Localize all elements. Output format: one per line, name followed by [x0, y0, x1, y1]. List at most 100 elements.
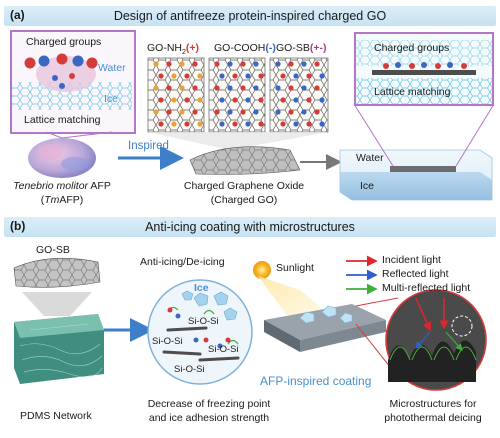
charge-dot [258, 121, 264, 127]
charge-dot [214, 85, 220, 91]
charge-dot [275, 109, 281, 115]
charge-dot [319, 121, 325, 127]
charge-dot [179, 61, 185, 67]
charge-dot [197, 97, 203, 103]
charge-dot [319, 97, 325, 103]
charge-dot [153, 61, 159, 67]
charge-dot [293, 97, 299, 103]
panel-b-label: (b) [10, 219, 26, 233]
charge-dot [253, 61, 259, 67]
charge-dot [227, 109, 233, 115]
charge-dot [314, 61, 320, 67]
inset-ice-label: Ice [104, 93, 119, 105]
charge-dot [301, 109, 307, 115]
charge-dot [214, 109, 220, 115]
charge-dot [258, 97, 264, 103]
caption-mid-line2: and ice adhesion strength [148, 412, 270, 424]
charge-dot [306, 73, 312, 79]
charge-dot [153, 109, 159, 115]
sio-label-2: Si-O-Si [152, 336, 183, 347]
inset-water-label: Water [98, 62, 126, 74]
charge-dot [280, 97, 286, 103]
panel-a-label: (a) [10, 8, 25, 22]
pdms-network-label: PDMS Network [20, 410, 92, 422]
charge-dot [158, 121, 164, 127]
inset-charged-groups-label: Charged groups [26, 36, 102, 48]
charge-dot [158, 73, 164, 79]
charged-go-abbrev: (Charged GO) [210, 194, 278, 206]
tenebrio-afp-label: Tenebrio molitor AFP [13, 180, 111, 192]
legend-reflected: Reflected light [382, 268, 449, 280]
charge-dot [306, 97, 312, 103]
charge-dot [171, 73, 177, 79]
sunlight-label: Sunlight [276, 262, 314, 274]
coating-label: AFP-inspired coating [260, 374, 372, 388]
go-sb-sheet-label: GO-SB [36, 244, 70, 256]
charge-dot [288, 85, 294, 91]
go-cooh-label: GO-COOH(-) [214, 42, 276, 54]
water-label: Water [356, 152, 384, 164]
charge-dot [227, 85, 233, 91]
charge-dot [253, 109, 259, 115]
charge-dot [253, 85, 259, 91]
legend-incident: Incident light [382, 254, 441, 266]
go-sb-label: GO-SB(+-) [276, 42, 327, 54]
charged-go-label: Charged Graphene Oxide [183, 180, 305, 192]
right-inset-lattice-matching-label: Lattice matching [374, 86, 451, 98]
charge-dot [280, 73, 286, 79]
charge-dot [166, 61, 172, 67]
charge-dot [184, 73, 190, 79]
charge-dot [219, 73, 225, 79]
charge-dot [240, 109, 246, 115]
charge-dot [258, 73, 264, 79]
sio-label-1: Si-O-Si [188, 316, 219, 327]
charge-dot [166, 109, 172, 115]
charge-dot [166, 85, 172, 91]
charge-dot [288, 109, 294, 115]
charge-dot [314, 109, 320, 115]
charge-dot [288, 61, 294, 67]
charge-dot [214, 61, 220, 67]
charge-dot [184, 121, 190, 127]
panel-a-title: Design of antifreeze protein-inspired ch… [113, 9, 387, 23]
inspired-label: Inspired [128, 140, 169, 152]
charge-dot [179, 85, 185, 91]
caption-right-line2: photothermal deicing [384, 412, 482, 424]
afp-lattice-inset [10, 30, 136, 134]
inset-lattice-matching-label: Lattice matching [24, 114, 101, 126]
right-inset-charged-groups-label: Charged groups [374, 42, 450, 54]
ice-crystal-label: Ice [194, 282, 209, 294]
charge-dot [301, 85, 307, 91]
caption-right-line1: Microstructures for [389, 398, 477, 410]
charge-dot [314, 85, 320, 91]
charge-dot [319, 73, 325, 79]
charge-dot [293, 73, 299, 79]
charge-dot [219, 121, 225, 127]
go-lattice-inset [354, 32, 494, 106]
tmafp-label: (TmAFP) [40, 194, 84, 206]
charge-dot [192, 61, 198, 67]
go-nh2-label: GO-NH2(+) [147, 42, 200, 57]
charge-dot [219, 97, 225, 103]
charge-dot [232, 121, 238, 127]
charge-dot [275, 61, 281, 67]
charge-dot [245, 121, 251, 127]
panel-a-header: (a) Design of antifreeze protein-inspire… [4, 6, 496, 26]
charge-dot [171, 121, 177, 127]
charge-dot [240, 85, 246, 91]
sio-label-4: Si-O-Si [174, 364, 205, 375]
sio-label-3: Si-O-Si [208, 344, 239, 355]
charge-dot [153, 85, 159, 91]
legend-multi-reflected: Multi-reflected light [382, 282, 471, 294]
charge-dot [232, 73, 238, 79]
charge-dot [301, 61, 307, 67]
charge-dot [275, 85, 281, 91]
charge-dot [293, 121, 299, 127]
charge-dot [232, 97, 238, 103]
charge-dot [171, 97, 177, 103]
caption-mid-line1: Decrease of freezing point [147, 398, 271, 410]
anti-icing-label: Anti-icing/De-icing [140, 256, 225, 268]
charge-dot [192, 109, 198, 115]
charge-dot [280, 121, 286, 127]
